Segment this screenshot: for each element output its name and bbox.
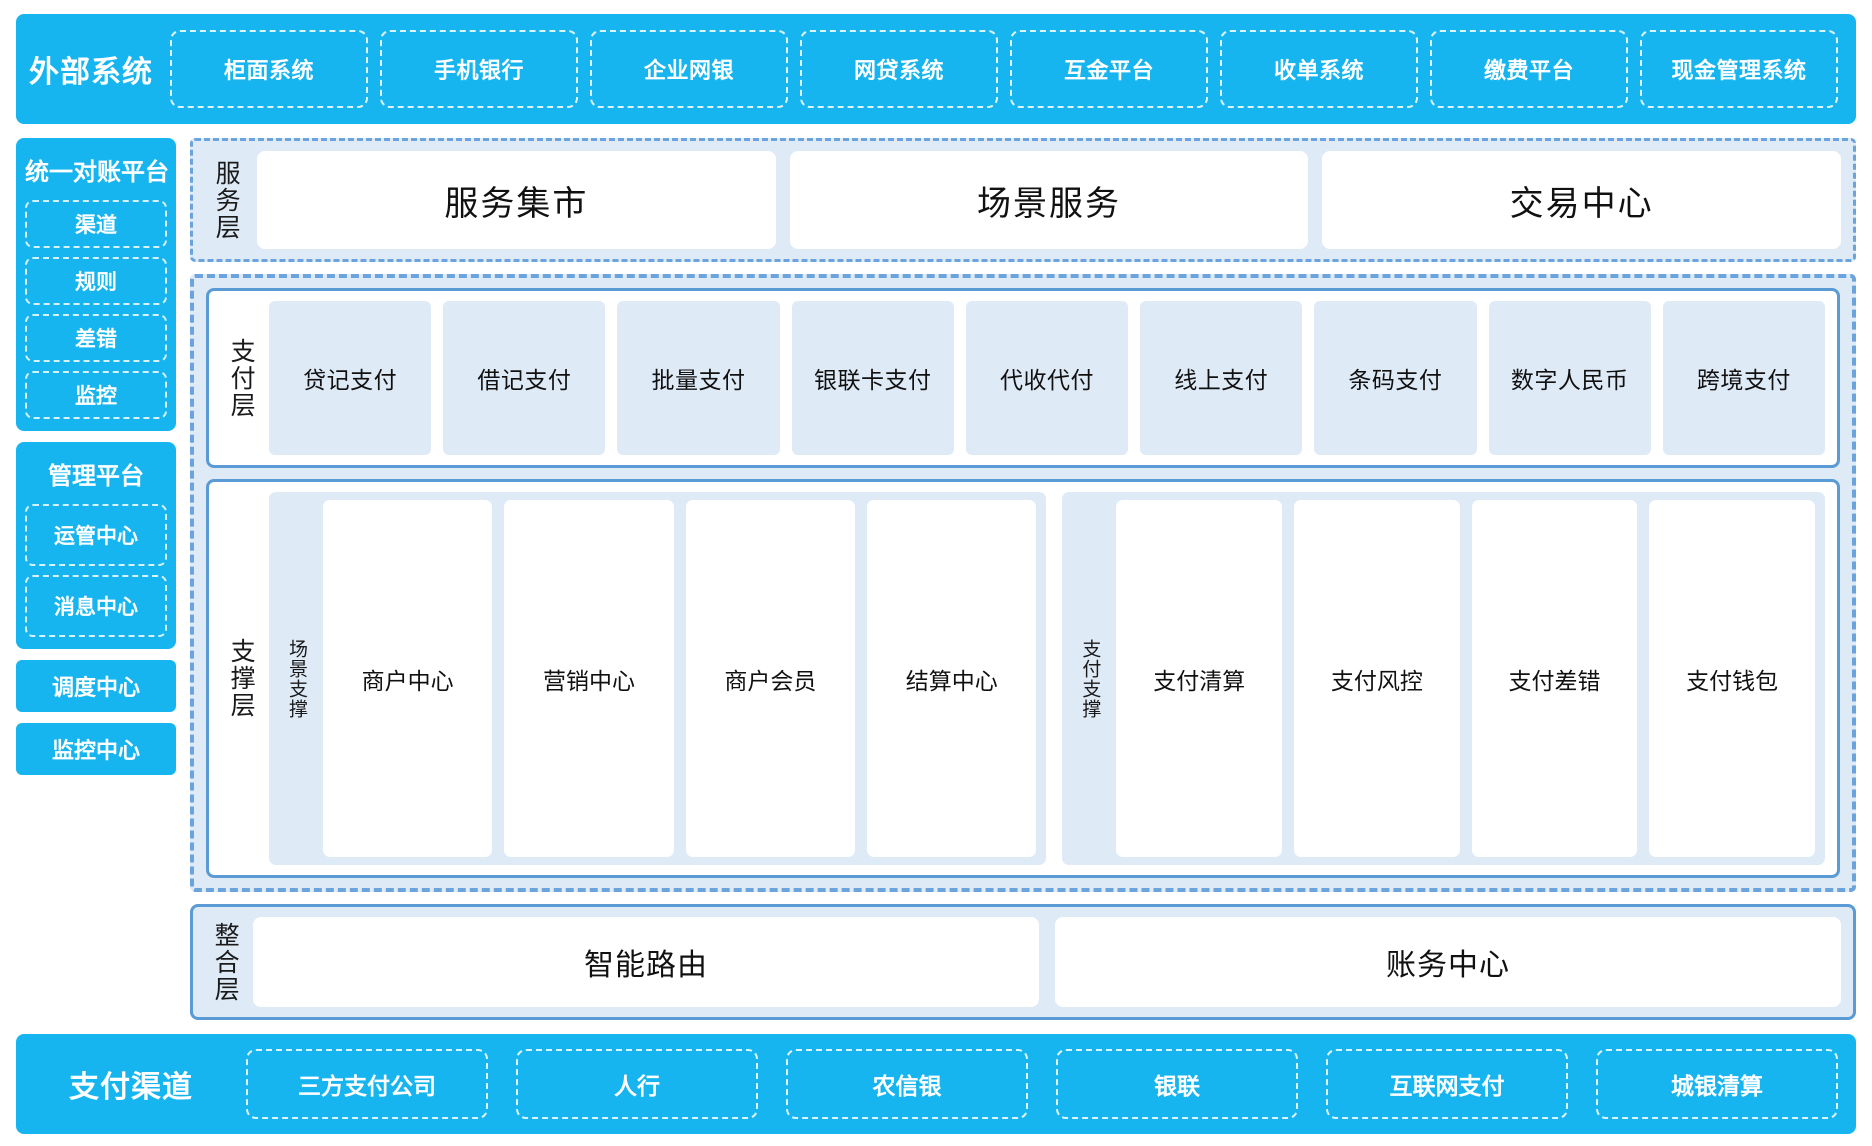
support-layer-label: 支撑层: [227, 638, 256, 719]
sidebar-item-operations-center[interactable]: 运管中心: [25, 504, 167, 566]
sidebar-item-monitor[interactable]: 监控: [25, 371, 167, 419]
support-group-payment-cards: 支付清算 支付风控 支付差错 支付钱包: [1116, 500, 1815, 857]
payment-layer-items: 贷记支付 借记支付 批量支付 银联卡支付 代收代付 线上支付 条码支付 数字人民…: [269, 301, 1825, 455]
external-systems-bar: 外部系统 柜面系统 手机银行 企业网银 网贷系统 互金平台 收单系统 缴费平台 …: [16, 14, 1856, 124]
support-card-payment-risk[interactable]: 支付风控: [1294, 500, 1460, 857]
management-platform-title: 管理平台: [48, 463, 144, 490]
payment-channels-bar: 支付渠道 三方支付公司 人行 农信银 银联 互联网支付 城银清算: [16, 1034, 1856, 1134]
channel-item-third-party[interactable]: 三方支付公司: [246, 1049, 488, 1119]
channel-item-internet-payment[interactable]: 互联网支付: [1326, 1049, 1568, 1119]
payment-item-barcode[interactable]: 条码支付: [1314, 301, 1477, 455]
channel-item-city-bank-clearing[interactable]: 城银清算: [1596, 1049, 1838, 1119]
payment-item-batch[interactable]: 批量支付: [617, 301, 780, 455]
support-group-scenario-label: 场景支撑: [285, 638, 307, 719]
support-card-merchant-member[interactable]: 商户会员: [685, 500, 856, 857]
sidebar-item-monitoring-center[interactable]: 监控中心: [16, 723, 176, 775]
channel-item-rcc[interactable]: 农信银: [786, 1049, 1028, 1119]
support-layer: 支撑层 场景支撑 商户中心 营销中心 商户会员 结算中心: [206, 479, 1840, 878]
payment-layer-label: 支付层: [227, 337, 256, 419]
sidebar-item-scheduling-center[interactable]: 调度中心: [16, 660, 176, 712]
support-group-scenario: 场景支撑 商户中心 营销中心 商户会员 结算中心: [269, 492, 1047, 865]
integration-layer-cards: 智能路由 账务中心: [253, 917, 1841, 1007]
support-group-payment: 支付支撑 支付清算 支付风控 支付差错 支付钱包: [1062, 492, 1825, 865]
support-card-payment-wallet[interactable]: 支付钱包: [1649, 500, 1815, 857]
service-card-scenario[interactable]: 场景服务: [789, 151, 1309, 249]
service-layer: 服务层 服务集市 场景服务 交易中心: [190, 138, 1856, 262]
channel-item-pboc[interactable]: 人行: [516, 1049, 758, 1119]
external-system-item[interactable]: 缴费平台: [1430, 30, 1628, 108]
payment-item-credit[interactable]: 贷记支付: [269, 301, 432, 455]
external-system-item[interactable]: 互金平台: [1010, 30, 1208, 108]
reconciliation-platform-panel: 统一对账平台 渠道 规则 差错 监控: [16, 138, 176, 431]
integration-layer: 整合层 智能路由 账务中心: [190, 904, 1856, 1020]
sidebar-spacer: [16, 786, 176, 1020]
payment-item-collection-payment[interactable]: 代收代付: [965, 301, 1129, 455]
middle-region: 统一对账平台 渠道 规则 差错 监控 管理平台 运管中心 消息中心 调度中心 监…: [16, 138, 1856, 1020]
integration-card-smart-routing[interactable]: 智能路由: [253, 917, 1039, 1007]
sidebar-item-message-center[interactable]: 消息中心: [25, 575, 167, 637]
external-system-item[interactable]: 现金管理系统: [1640, 30, 1838, 108]
external-system-item[interactable]: 企业网银: [590, 30, 788, 108]
payment-channels-list: 三方支付公司 人行 农信银 银联 互联网支付 城银清算: [246, 1049, 1838, 1119]
management-platform-panel: 管理平台 运管中心 消息中心: [16, 442, 176, 649]
service-card-marketplace[interactable]: 服务集市: [257, 151, 776, 249]
payment-item-digital-rmb[interactable]: 数字人民币: [1488, 301, 1651, 455]
support-group-scenario-cards: 商户中心 营销中心 商户会员 结算中心: [323, 500, 1037, 857]
support-layer-groups: 场景支撑 商户中心 营销中心 商户会员 结算中心 支付支撑 支付清算: [269, 492, 1825, 865]
sidebar-item-error[interactable]: 差错: [25, 314, 167, 362]
external-system-item[interactable]: 柜面系统: [170, 30, 368, 108]
payment-layer: 支付层 贷记支付 借记支付 批量支付 银联卡支付 代收代付 线上支付 条码支付 …: [206, 288, 1840, 468]
payment-item-unionpay-card[interactable]: 银联卡支付: [791, 301, 954, 455]
reconciliation-platform-title: 统一对账平台: [25, 159, 169, 186]
support-card-merchant-center[interactable]: 商户中心: [323, 500, 493, 857]
sidebar-item-channel[interactable]: 渠道: [25, 200, 167, 248]
support-card-payment-clearing[interactable]: 支付清算: [1116, 500, 1283, 857]
sidebar-item-rule[interactable]: 规则: [25, 257, 167, 305]
layers-column: 服务层 服务集市 场景服务 交易中心 支付层 贷记支付 借记支付 批量支付 银联…: [190, 138, 1856, 1020]
external-system-item[interactable]: 收单系统: [1220, 30, 1418, 108]
support-card-marketing-center[interactable]: 营销中心: [504, 500, 674, 857]
channel-item-unionpay[interactable]: 银联: [1056, 1049, 1298, 1119]
service-layer-label: 服务层: [212, 159, 241, 241]
payment-item-debit[interactable]: 借记支付: [443, 301, 606, 455]
support-card-settlement-center[interactable]: 结算中心: [867, 500, 1037, 857]
support-card-payment-error[interactable]: 支付差错: [1471, 500, 1638, 857]
integration-card-accounting-center[interactable]: 账务中心: [1055, 917, 1841, 1007]
service-layer-cards: 服务集市 场景服务 交易中心: [257, 151, 1842, 249]
support-group-payment-label: 支付支撑: [1079, 638, 1101, 719]
payment-item-cross-border[interactable]: 跨境支付: [1662, 301, 1825, 455]
payment-channels-title: 支付渠道: [69, 1071, 193, 1104]
external-system-item[interactable]: 手机银行: [380, 30, 578, 108]
integration-layer-label: 整合层: [211, 921, 240, 1003]
external-systems-title: 外部系统: [29, 56, 153, 89]
payment-item-online[interactable]: 线上支付: [1140, 301, 1303, 455]
external-system-item[interactable]: 网贷系统: [800, 30, 998, 108]
service-card-transaction[interactable]: 交易中心: [1322, 151, 1842, 249]
payment-support-wrapper: 支付层 贷记支付 借记支付 批量支付 银联卡支付 代收代付 线上支付 条码支付 …: [190, 274, 1856, 892]
left-sidebar: 统一对账平台 渠道 规则 差错 监控 管理平台 运管中心 消息中心 调度中心 监…: [16, 138, 176, 1020]
external-systems-list: 柜面系统 手机银行 企业网银 网贷系统 互金平台 收单系统 缴费平台 现金管理系…: [166, 30, 1838, 108]
